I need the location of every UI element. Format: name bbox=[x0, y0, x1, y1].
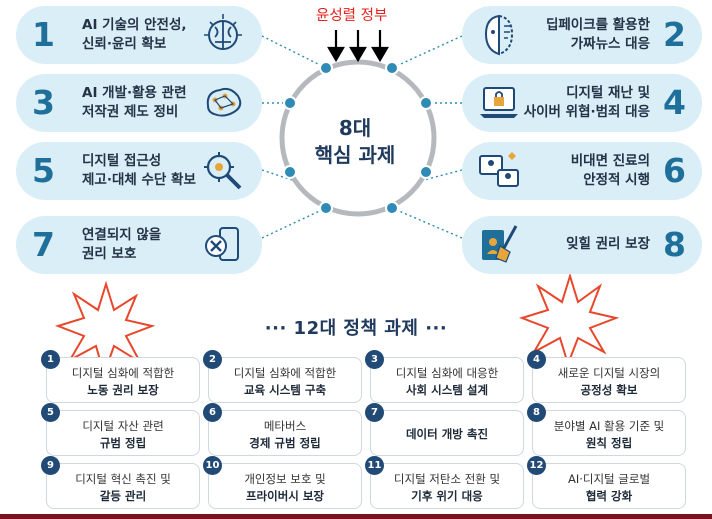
policy-task-line1: 디지털 저탄소 전환 및 bbox=[393, 472, 501, 486]
policy-task-4: 4 새로운 디지털 시장의 공정성 확보 bbox=[527, 350, 686, 403]
core-task-label: 비대면 진료의 안정적 시행 bbox=[570, 153, 650, 188]
policy-task-line2: 규범 정립 bbox=[99, 436, 147, 450]
core-task-2: 2 딥페이크를 활용한 가짜뉴스 대응 bbox=[462, 6, 702, 64]
core-task-label: 디지털 접근성 제고·대체 수단 확보 bbox=[82, 153, 196, 188]
disconnect-phone-icon bbox=[205, 227, 239, 261]
policy-task-10: 10 개인정보 보호 및 프라이버시 보장 bbox=[203, 456, 362, 509]
core-task-7: 7 연결되지 않을 권리 보호 bbox=[16, 216, 262, 274]
policy-task-line1: 디지털 혁신 촉진 및 bbox=[75, 472, 171, 486]
policy-task-badge: 4 bbox=[527, 350, 546, 369]
policy-task-line1: 메타버스 bbox=[263, 419, 307, 433]
policy-task-line2: 공정성 확보 bbox=[580, 383, 638, 397]
core-task-8: 8 잊힐 권리 보장 bbox=[462, 216, 702, 274]
core-task-label: 잊힐 권리 보장 bbox=[566, 236, 650, 252]
policy-task-line2: 경제 규범 정립 bbox=[249, 436, 321, 450]
policy-task-badge: 10 bbox=[203, 456, 222, 475]
policy-task-badge: 6 bbox=[203, 403, 222, 422]
policy-task-line2: 데이터 개방 촉진 bbox=[405, 427, 489, 441]
policy-task-badge: 8 bbox=[527, 403, 546, 422]
core-task-number: 2 bbox=[663, 15, 686, 54]
policy-task-badge: 2 bbox=[203, 350, 222, 369]
bottom-bar bbox=[0, 514, 712, 519]
policy-task-12: 12 AI·디지털 글로벌 협력 강화 bbox=[527, 456, 686, 509]
wheel-dots bbox=[283, 61, 433, 215]
core-task-6: 6 비대면 진료의 안정적 시행 bbox=[462, 142, 702, 200]
policy-task-line2: 기후 위기 대응 bbox=[411, 489, 483, 503]
magnifier-gear-icon bbox=[204, 152, 242, 190]
annotation-label: 윤성렬 정부 bbox=[316, 8, 388, 24]
policy-task-line1: 분야별 AI 활용 기준 및 bbox=[553, 419, 665, 433]
policy-section-title: ··· 12대 정책 과제 ··· bbox=[264, 318, 448, 339]
core-task-label: 디지털 재난 및 사이버 위협·범죄 대응 bbox=[523, 85, 650, 120]
core-task-number: 8 bbox=[663, 225, 686, 264]
neural-brain-icon bbox=[206, 87, 242, 117]
policy-task-line1: 새로운 디지털 시장의 bbox=[557, 366, 661, 380]
policy-task-8: 8 분야별 AI 활용 기준 및 원칙 정립 bbox=[527, 403, 686, 456]
policy-task-line1: 디지털 심화에 적합한 bbox=[233, 366, 337, 380]
policy-task-3: 3 디지털 심화에 대응한 사회 시스템 설계 bbox=[365, 350, 524, 403]
core-task-number: 5 bbox=[32, 151, 55, 190]
policy-task-badge: 9 bbox=[41, 456, 60, 475]
policy-task-badge: 7 bbox=[365, 403, 384, 422]
policy-task-line2: 프라이버시 보장 bbox=[245, 489, 325, 503]
policy-task-badge: 12 bbox=[527, 456, 546, 475]
policy-task-line1: 디지털 심화에 대응한 bbox=[395, 366, 499, 380]
ai-brain-chip-icon bbox=[204, 14, 242, 50]
core-task-label: AI 기술의 안전성, 신뢰·윤리 확보 bbox=[82, 17, 187, 52]
core-task-5: 5 디지털 접근성 제고·대체 수단 확보 bbox=[16, 142, 262, 200]
core-task-label: AI 개발·활용 관련 저작권 제도 정비 bbox=[82, 85, 187, 120]
core-task-number: 3 bbox=[32, 83, 55, 122]
core-task-number: 7 bbox=[32, 225, 55, 264]
policy-task-line2: 사회 시스템 설계 bbox=[405, 383, 489, 397]
policy-task-11: 11 디지털 저탄소 전환 및 기후 위기 대응 bbox=[365, 456, 524, 509]
core-task-4: 4 디지털 재난 및 사이버 위협·범죄 대응 bbox=[462, 74, 702, 132]
policy-task-5: 5 디지털 자산 관련 규범 정립 bbox=[41, 403, 200, 456]
policy-task-line1: AI·디지털 글로벌 bbox=[567, 472, 651, 486]
policy-task-1: 1 디지털 심화에 적합한 노동 권리 보장 bbox=[41, 350, 200, 403]
core-task-number: 4 bbox=[663, 83, 686, 122]
telemedicine-icon bbox=[479, 152, 519, 187]
deepfake-face-icon bbox=[484, 14, 514, 56]
core-task-3: 3 AI 개발·활용 관련 저작권 제도 정비 bbox=[16, 74, 262, 132]
erase-document-icon bbox=[482, 225, 518, 263]
policy-task-2: 2 디지털 심화에 적합한 교육 시스템 구축 bbox=[203, 350, 362, 403]
core-task-1: 1 AI 기술의 안전성, 신뢰·윤리 확보 bbox=[16, 6, 262, 64]
policy-task-line2: 원칙 정립 bbox=[585, 436, 633, 450]
policy-task-badge: 3 bbox=[365, 350, 384, 369]
policy-task-line2: 노동 권리 보장 bbox=[87, 383, 159, 397]
annotation-arrows bbox=[327, 30, 389, 63]
policy-task-line1: 디지털 자산 관련 bbox=[82, 419, 164, 433]
policy-task-7: 7 데이터 개방 촉진 bbox=[365, 403, 524, 456]
core-task-label: 딥페이크를 활용한 가짜뉴스 대응 bbox=[545, 17, 650, 52]
policy-task-line1: 디지털 심화에 적합한 bbox=[71, 366, 175, 380]
policy-task-line2: 갈등 관리 bbox=[99, 489, 147, 503]
policy-task-badge: 5 bbox=[41, 403, 60, 422]
policy-task-badge: 11 bbox=[365, 456, 384, 475]
policy-task-line2: 교육 시스템 구축 bbox=[243, 383, 327, 397]
policy-task-badge: 1 bbox=[41, 350, 60, 369]
policy-task-9: 9 디지털 혁신 촉진 및 갈등 관리 bbox=[41, 456, 200, 509]
laptop-lock-icon bbox=[480, 87, 518, 118]
core-task-number: 1 bbox=[32, 15, 55, 54]
policy-task-line2: 협력 강화 bbox=[585, 489, 633, 503]
center-title: 8대 핵심 과제 bbox=[314, 116, 396, 167]
policy-task-6: 6 메타버스 경제 규범 정립 bbox=[203, 403, 362, 456]
core-task-label: 연결되지 않을 권리 보호 bbox=[82, 227, 162, 262]
policy-task-line1: 개인정보 보호 및 bbox=[244, 472, 326, 486]
core-task-number: 6 bbox=[663, 151, 686, 190]
